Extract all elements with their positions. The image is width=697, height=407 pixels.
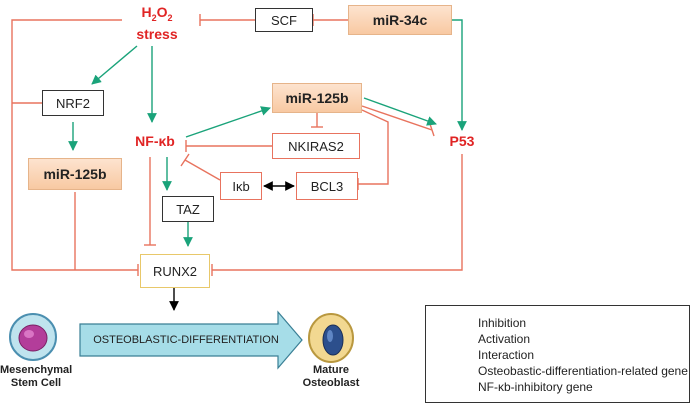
differentiation-arrow <box>79 310 303 370</box>
runx2-node: RUNX2 <box>140 254 210 288</box>
inhibition-edges <box>11 14 463 276</box>
bcl3-node: BCL3 <box>296 172 358 200</box>
legend-label-osteo-gene: Osteobastic-differentiation-related gene <box>478 364 688 378</box>
p53-label: P53 <box>449 133 475 149</box>
legend-label-nfkb-inhibitory: NF-κb-inhibitory gene <box>478 380 593 394</box>
nfkb-label: NF-κb <box>135 133 175 149</box>
scf-node: SCF <box>255 8 313 32</box>
nkiras2-node: NKIRAS2 <box>272 133 360 159</box>
differentiation-arrow-label: OSTEOBLASTIC-DIFFERENTIATION <box>93 334 279 346</box>
legend-item-inhibition: Inhibition <box>426 315 689 331</box>
legend-item-osteo-gene: Osteobastic-differentiation-related gene <box>426 363 689 379</box>
legend-label-activation: Activation <box>478 332 531 346</box>
legend-item-nfkb-inhibitory: NF-κb-inhibitory gene <box>426 379 689 395</box>
h2o2-stress-label: H2O2 stress <box>122 4 192 44</box>
activation-edges <box>68 19 467 247</box>
mir-125b-top-node: miR-125b <box>272 83 362 113</box>
h2o2-sub2: 2 <box>167 12 173 23</box>
legend-label-interaction: Interaction <box>478 348 535 362</box>
mir-125b-left-node: miR-125b <box>28 158 122 190</box>
h2o2-sub1: 2 <box>151 12 157 23</box>
taz-node: TAZ <box>162 196 214 222</box>
interaction-edges <box>169 181 295 311</box>
legend: Inhibition Activation Interaction Osteob… <box>425 305 690 403</box>
mesenchymal-stem-cell-label: Mesenchymal Stem Cell <box>0 364 73 389</box>
mir-34c-node: miR-34c <box>348 5 452 35</box>
mesenchymal-stem-cell-image <box>9 313 57 361</box>
h2o2-stress-word: stress <box>136 25 178 42</box>
legend-item-activation: Activation <box>426 331 689 347</box>
ikb-node: Iκb <box>220 172 262 200</box>
legend-label-inhibition: Inhibition <box>478 316 527 330</box>
h2o2-mid: O <box>156 4 168 20</box>
mature-osteoblast-label: Mature Osteoblast <box>302 364 360 389</box>
mature-osteoblast-image <box>308 313 354 363</box>
h2o2-prefix: H <box>141 4 152 20</box>
nrf2-node: NRF2 <box>42 90 104 116</box>
legend-item-interaction: Interaction <box>426 347 689 363</box>
